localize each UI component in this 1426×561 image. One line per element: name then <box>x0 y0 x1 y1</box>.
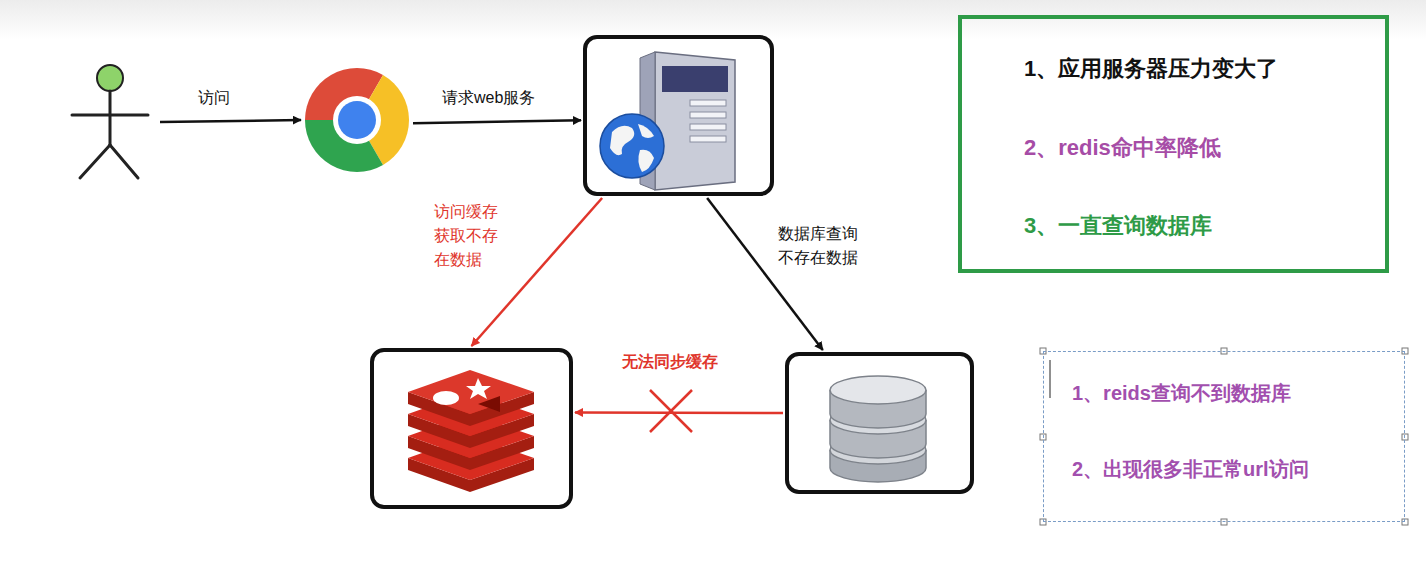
blocked-cross <box>650 390 692 432</box>
stick-figure <box>72 65 148 178</box>
edge-label: 请求web服务 <box>440 86 537 110</box>
flow-arrow <box>575 411 783 414</box>
redis-icon <box>408 370 534 492</box>
edge-label: 访问缓存 获取不存 在数据 <box>432 200 504 272</box>
database-icon <box>830 376 926 482</box>
list-item: 2、出现很多非正常url访问 <box>1072 456 1309 482</box>
problem-list-box: 1、应用服务器压力变大了 2、redis命中率降低 3、一直查询数据库 <box>958 15 1389 273</box>
cause-note-box: 1、reids查询不到数据库 2、出现很多非正常url访问 <box>1043 351 1405 522</box>
list-item: 1、应用服务器压力变大了 <box>1024 55 1278 84</box>
browser-icon <box>303 66 411 174</box>
database-box <box>785 352 974 494</box>
flow-arrow <box>160 120 301 122</box>
user-figure <box>62 58 158 186</box>
edge-label: 无法同步缓存 <box>620 350 720 374</box>
text-caret <box>1050 360 1051 398</box>
edge-label: 访问 <box>196 86 232 110</box>
edge-label: 数据库查询 不存在数据 <box>776 222 864 270</box>
list-item: 1、reids查询不到数据库 <box>1072 380 1291 406</box>
list-item: 2、redis命中率降低 <box>1024 134 1221 163</box>
server-icon <box>600 52 735 190</box>
list-item: 3、一直查询数据库 <box>1024 212 1212 241</box>
chrome-icon <box>305 68 409 172</box>
redis-box <box>370 348 573 509</box>
selection-handles <box>1040 348 1408 525</box>
web-server-box <box>583 35 774 196</box>
flow-arrow <box>707 198 823 350</box>
flow-arrow <box>413 120 581 123</box>
